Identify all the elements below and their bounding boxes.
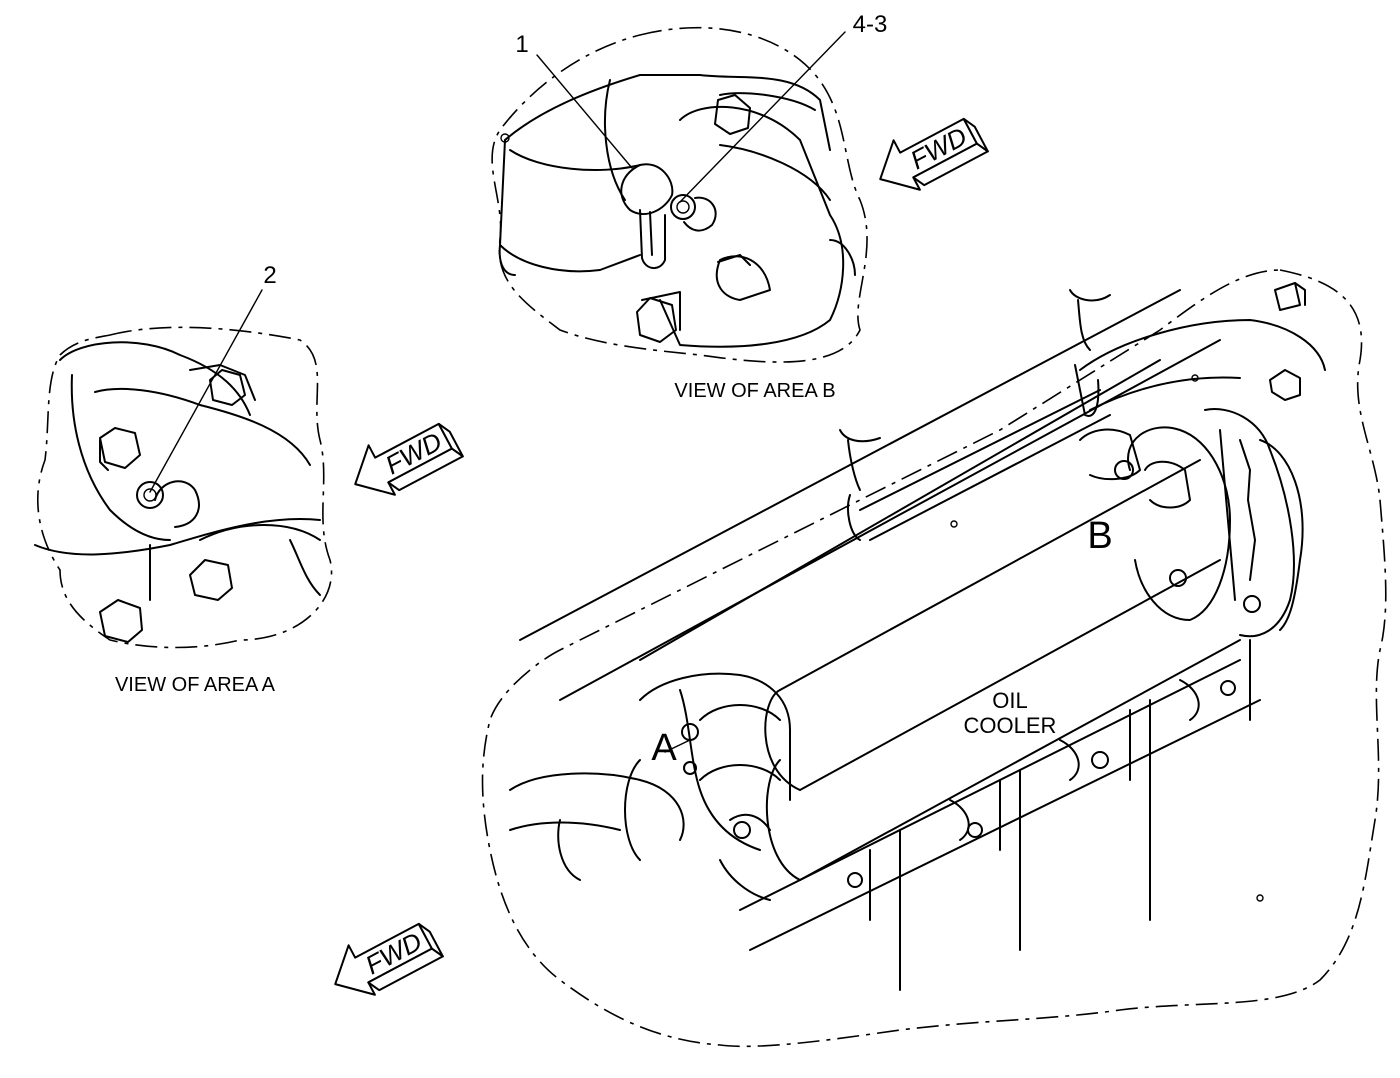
area-a-detail-view bbox=[34, 326, 333, 649]
leader-part-2 bbox=[149, 289, 263, 493]
fwd-arrow-main: FWD bbox=[334, 922, 444, 996]
callout-part-1: 1 bbox=[515, 31, 528, 58]
leader-part-4-3 bbox=[679, 31, 846, 203]
main-assembly-view bbox=[481, 269, 1387, 1048]
marker-area-a: A bbox=[651, 727, 677, 769]
oil-cooler-label-line1: OIL bbox=[992, 688, 1027, 713]
leader-marker-a bbox=[664, 739, 691, 753]
fwd-arrow-b: FWD bbox=[879, 117, 989, 191]
caption-area-a: VIEW OF AREA A bbox=[115, 674, 276, 696]
fwd-arrow-a: FWD bbox=[354, 422, 464, 496]
leader-part-1 bbox=[536, 54, 633, 169]
marker-area-b: B bbox=[1087, 515, 1112, 557]
callout-part-2: 2 bbox=[263, 262, 276, 289]
leader-lines bbox=[149, 31, 846, 753]
caption-area-b: VIEW OF AREA B bbox=[674, 380, 835, 402]
callout-part-4-3: 4-3 bbox=[853, 11, 888, 38]
area-b-detail-view bbox=[491, 26, 868, 363]
oil-cooler-label-line2: COOLER bbox=[964, 713, 1057, 738]
